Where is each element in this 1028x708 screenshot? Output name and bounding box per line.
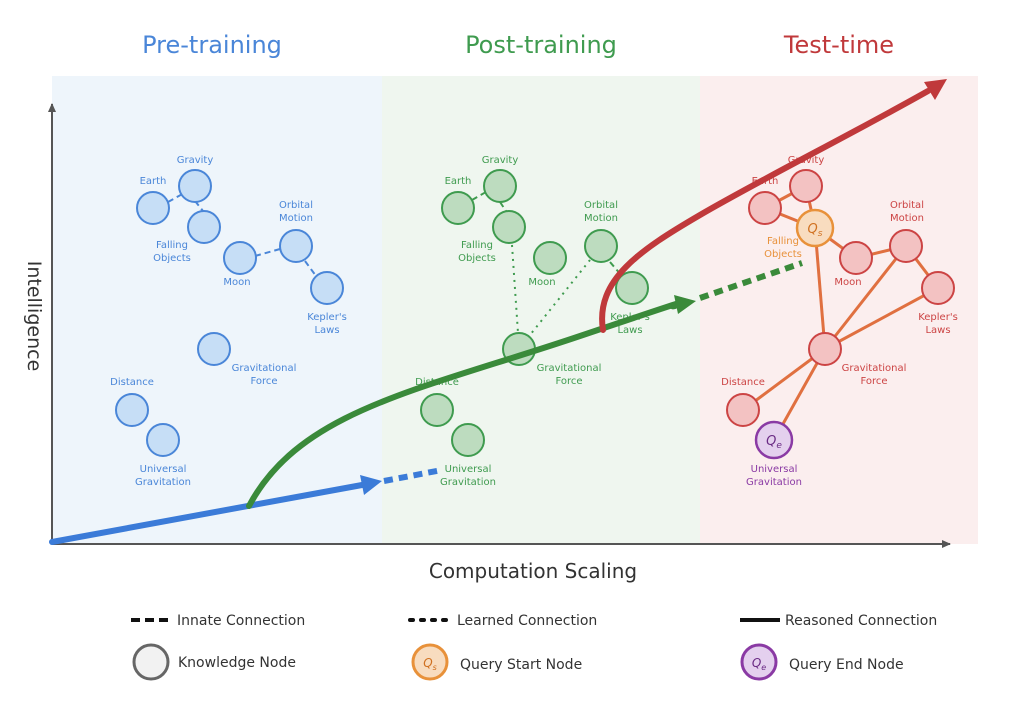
node-label: Moon: [223, 277, 250, 288]
node-label: Gravity: [482, 155, 519, 166]
knowledge-node-keplers-laws: [310, 271, 344, 305]
pre-training-arrowhead: [360, 475, 382, 495]
node-label: Earth: [140, 176, 167, 187]
knowledge-node-distance: [726, 393, 760, 427]
scaling-arrows: [49, 79, 947, 545]
reasoned-edge: [742, 347, 826, 412]
knowledge-node-earth: [748, 191, 782, 225]
knowledge-node-universal-gravitation: [146, 423, 180, 457]
knowledge-node-gravity: [178, 169, 212, 203]
knowledge-node-keplers-laws: [921, 271, 955, 305]
node-label: Distance: [110, 377, 154, 388]
learned-edge: [511, 244, 519, 334]
pre-training-arrow: [49, 482, 365, 545]
legend-innate-label: Innate Connection: [177, 613, 305, 629]
post-training-dashed-extension: [699, 260, 803, 301]
knowledge-node-orbital-motion: [279, 229, 313, 263]
post-training-title: Post-training: [465, 31, 617, 59]
knowledge-node-falling-objects: [187, 210, 221, 244]
knowledge-node-distance: [115, 393, 149, 427]
knowledge-node-orbital-motion: [889, 229, 923, 263]
pre-training-title: Pre-training: [142, 31, 282, 59]
legend-knowledge-node-label: Knowledge Node: [178, 655, 296, 671]
node-label: Earth: [445, 176, 472, 187]
legend-reasoned-label: Reasoned Connection: [785, 613, 937, 629]
node-label: Moon: [834, 277, 861, 288]
innate-edge: [304, 260, 317, 277]
reasoned-edge: [823, 245, 908, 350]
knowledge-node-gravity: [483, 169, 517, 203]
knowledge-node-keplers-laws: [615, 271, 649, 305]
knowledge-node-universal-gravitation: [451, 423, 485, 457]
knowledge-node-earth: [136, 191, 170, 225]
pre-training-dashed-extension: [383, 467, 443, 484]
node-label: Distance: [721, 377, 765, 388]
knowledge-node-moon: [839, 241, 873, 275]
node-label: Gravity: [177, 155, 214, 166]
test-time-title: Test-time: [783, 31, 894, 59]
knowledge-node-moon: [533, 241, 567, 275]
legend-query-end-swatch: [740, 643, 778, 681]
pre-training-panel: [52, 76, 382, 544]
legend-query-start-swatch: [411, 643, 449, 681]
post-training-arrowhead: [674, 295, 696, 314]
knowledge-node-distance: [420, 393, 454, 427]
test-time-arrow: [599, 88, 931, 333]
query-start-node: [795, 208, 835, 248]
legend-learned-label: Learned Connection: [457, 613, 597, 629]
reasoned-edge: [824, 286, 939, 351]
legend-knowledge-node-swatch: [132, 643, 170, 681]
test-time-panel: [700, 76, 978, 544]
x-axis-label: Computation Scaling: [429, 559, 637, 583]
node-label: Moon: [528, 277, 555, 288]
post-training-panel: [382, 76, 700, 544]
legend-query-start-label: Query Start Node: [460, 657, 582, 673]
knowledge-node-gravity: [789, 169, 823, 203]
knowledge-node-falling-objects: [492, 210, 526, 244]
knowledge-node-orbital-motion: [584, 229, 618, 263]
legend: Innate Connection Learned Connection Rea…: [131, 613, 937, 681]
knowledge-node-gravitational-force: [197, 332, 231, 366]
node-label: Gravity: [788, 155, 825, 166]
y-axis-label: Intelligence: [23, 261, 45, 372]
innate-edge: [167, 191, 187, 203]
legend-query-end-label: Query End Node: [789, 657, 904, 673]
knowledge-node-moon: [223, 241, 257, 275]
knowledge-node-gravitational-force: [808, 332, 842, 366]
test-time-arrowhead: [924, 79, 947, 100]
innate-edge: [254, 248, 281, 257]
innate-edge: [499, 201, 507, 212]
innate-edge: [471, 191, 487, 201]
reasoned-edge: [813, 227, 827, 350]
query-end-node: [754, 420, 794, 460]
knowledge-node-earth: [441, 191, 475, 225]
